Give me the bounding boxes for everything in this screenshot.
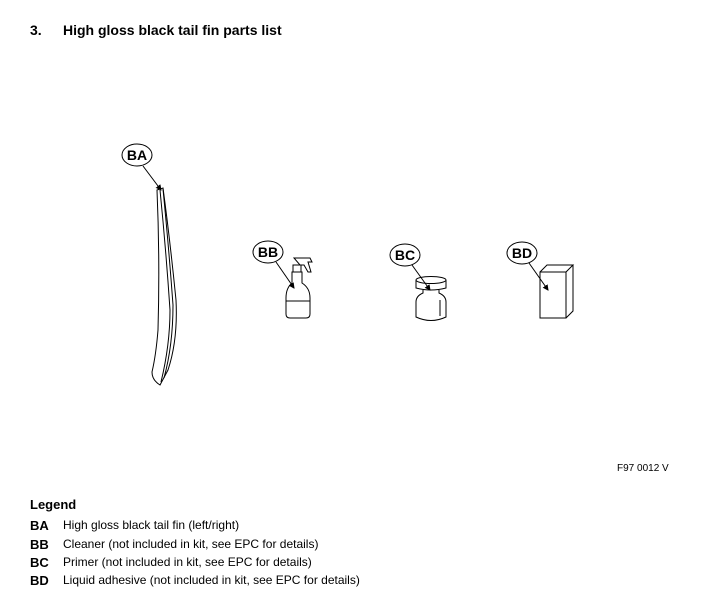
legend-code: BD <box>30 573 49 588</box>
callout-bd: BD <box>512 245 532 261</box>
callout-bc: BC <box>395 247 415 263</box>
legend-description: High gloss black tail fin (left/right) <box>63 518 240 532</box>
callout-ba: BA <box>127 147 147 163</box>
legend-description: Primer (not included in kit, see EPC for… <box>63 555 312 569</box>
callout-ba-bubble <box>121 143 153 167</box>
primer-jar-drawing <box>415 276 447 321</box>
figure-id: F97 0012 V <box>617 463 669 474</box>
legend-description: Cleaner (not included in kit, see EPC fo… <box>63 537 319 551</box>
legend-description: Liquid adhesive (not included in kit, se… <box>63 573 360 587</box>
callout-bb: BB <box>258 244 278 260</box>
section-number: 3. <box>30 22 42 38</box>
legend-heading: Legend <box>30 497 77 512</box>
legend-code: BB <box>30 537 49 552</box>
parts-illustration: BA BB BC BD <box>121 143 575 386</box>
tail-fin-drawing <box>151 187 177 386</box>
spray-bottle-drawing <box>285 257 313 319</box>
adhesive-box-drawing <box>539 264 575 319</box>
section-heading: High gloss black tail fin parts list <box>63 22 282 38</box>
legend-code: BC <box>30 555 49 570</box>
legend-code: BA <box>30 518 49 533</box>
